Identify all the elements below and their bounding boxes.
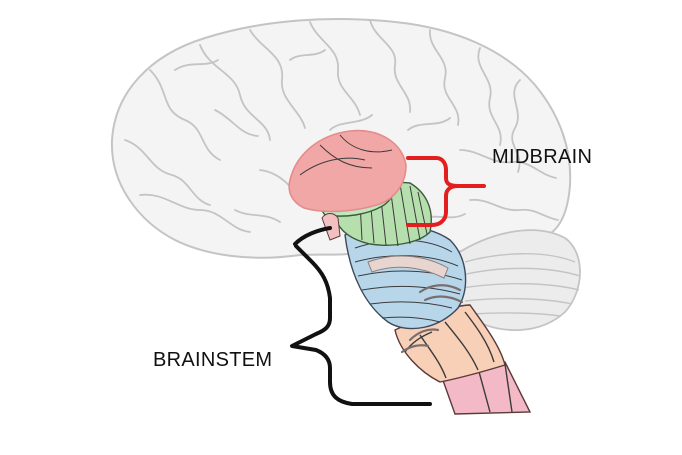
brainstem-bracket — [290, 226, 432, 406]
thalamus — [288, 129, 407, 213]
cortex-gyri — [124, 19, 559, 233]
midbrain-label: MIDBRAIN — [492, 146, 593, 168]
brainstem-label: BRAINSTEM — [153, 349, 273, 371]
thalamus-lines — [299, 134, 393, 176]
cerebral-peduncle-band — [367, 255, 449, 279]
cerebellum-folia — [461, 253, 581, 317]
midbrain-bracket — [406, 156, 486, 227]
vessels — [400, 284, 464, 354]
spinal-cord-lines — [477, 363, 513, 413]
